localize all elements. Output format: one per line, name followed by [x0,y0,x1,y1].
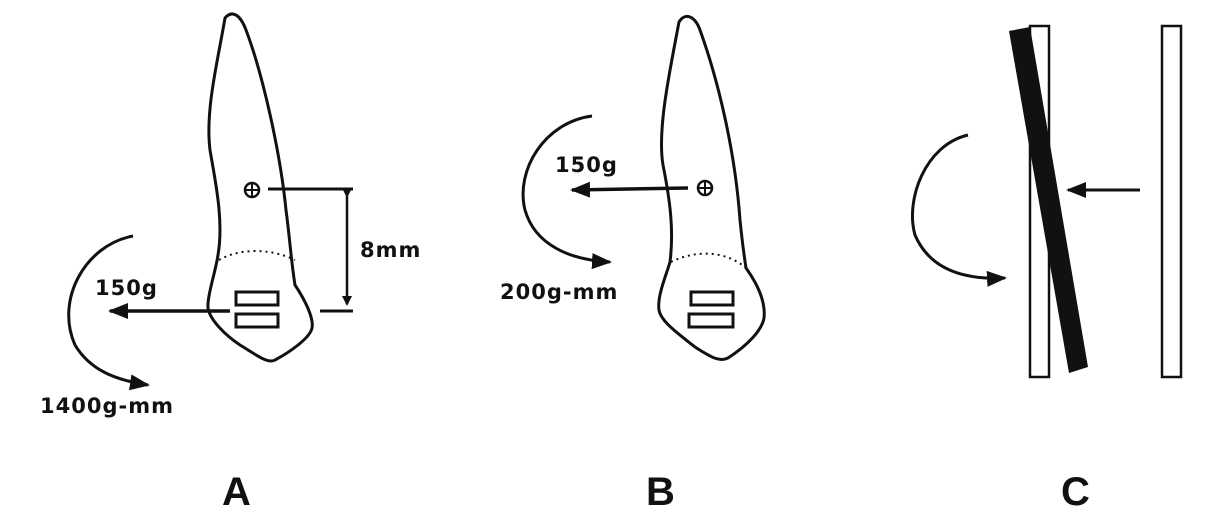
tipped-position-bar [1009,27,1088,373]
force-label-b: 150g [555,153,618,177]
panel-letter-c: C [1061,470,1090,514]
bracket-slot-bottom-b [687,312,735,329]
panel-letter-b: B [646,470,675,514]
panel-c [910,24,1183,379]
displaced-position-bar [1160,24,1183,379]
center-of-resistance-icon-a [243,181,261,199]
moment-label-b: 200g-mm [500,280,619,304]
bracket-slot-bottom-a [234,312,280,329]
center-of-resistance-icon-b [696,179,714,197]
panel-letter-a: A [222,470,251,514]
moment-arrow-c [910,133,1007,287]
cej-dotted-line-a [218,250,296,261]
force-arrow-b [570,181,689,198]
panel-a [67,12,353,391]
tooth-outline-a [206,12,314,363]
moment-arrow-b [521,114,612,270]
bracket-slot-top-a [234,290,280,307]
force-label-a: 150g [95,276,158,300]
panel-b [521,14,766,362]
bracket-slot-top-b [689,290,735,307]
tooth-outline-b [657,14,766,362]
moment-arrow-a [67,234,150,391]
cej-dotted-line-b [670,252,747,269]
moment-label-a: 1400g-mm [40,394,174,418]
distance-label-a: 8mm [360,238,422,262]
